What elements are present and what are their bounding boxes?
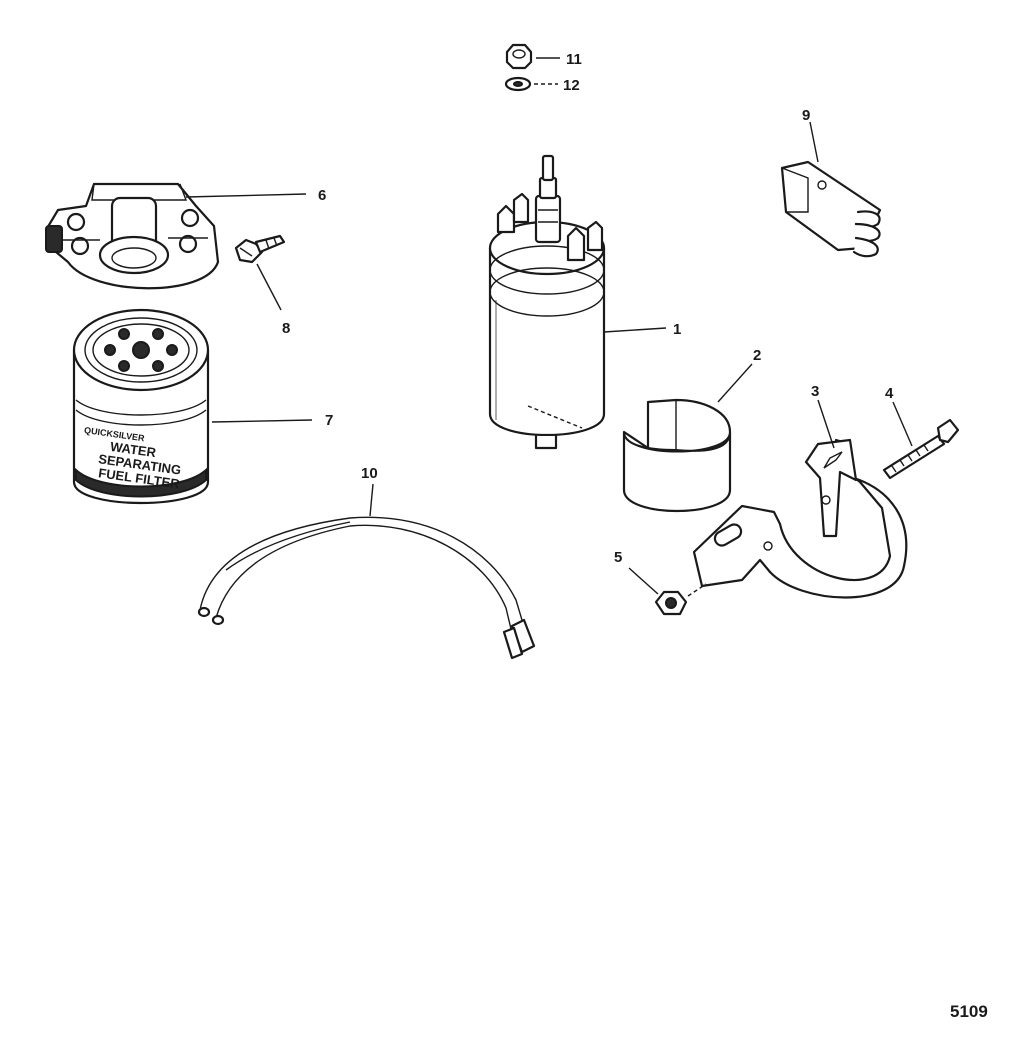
- part-8-fitting: [234, 234, 286, 311]
- part-1-fuel-pump: [488, 154, 667, 450]
- part-5-nut: [628, 567, 707, 616]
- part-6-filter-head: [44, 182, 307, 290]
- part-10-wire-harness: [197, 483, 536, 660]
- part-11-nut: [505, 43, 560, 70]
- callout-4: 4: [885, 385, 894, 402]
- callout-5: 5: [614, 549, 622, 566]
- part-7-fuel-filter: [72, 308, 313, 505]
- callout-3: 3: [811, 383, 819, 400]
- callout-9: 9: [802, 107, 810, 124]
- callout-2: 2: [753, 347, 761, 364]
- callout-7: 7: [325, 412, 333, 429]
- callout-10: 10: [361, 465, 378, 482]
- callout-12: 12: [563, 77, 580, 94]
- part-2-sleeve: [622, 363, 753, 512]
- part-12-washer: [504, 76, 558, 92]
- part-9-clip: [780, 121, 882, 258]
- callout-6: 6: [318, 187, 326, 204]
- part-3-clamp: [692, 399, 908, 599]
- callout-1: 1: [673, 321, 681, 338]
- figure-number: 5109: [950, 1002, 988, 1021]
- callout-8: 8: [282, 320, 290, 337]
- part-4-bolt: [882, 401, 960, 480]
- filter-label-line1: WATER: [109, 439, 157, 460]
- callout-11: 11: [566, 51, 582, 68]
